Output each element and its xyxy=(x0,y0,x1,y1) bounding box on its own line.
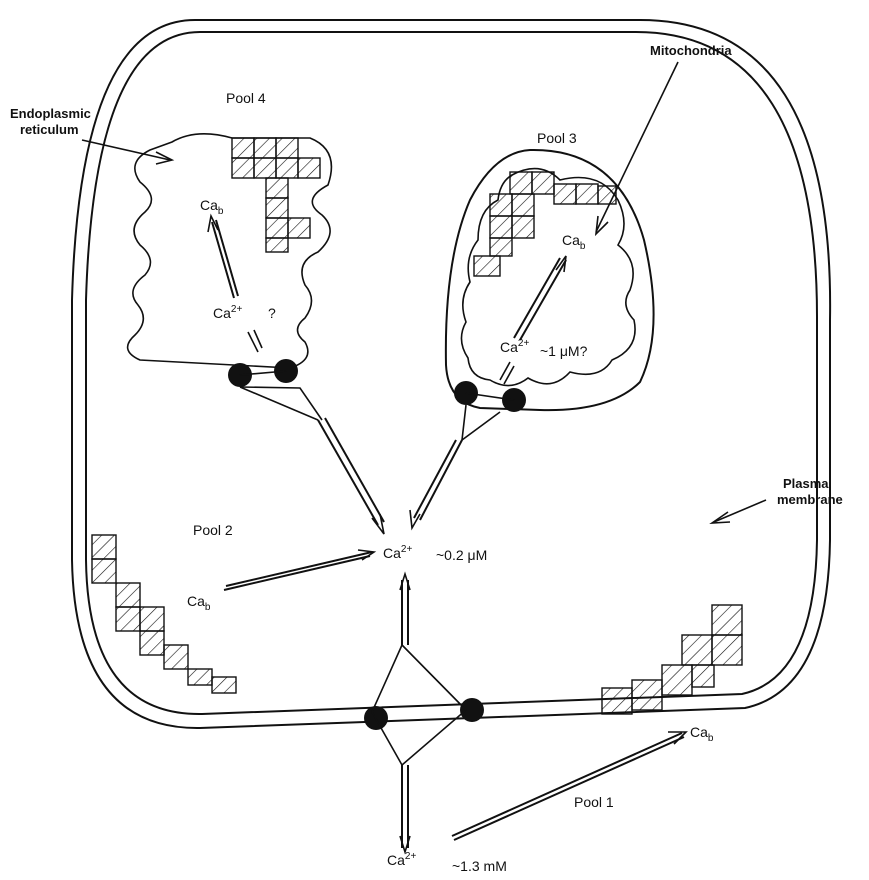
er-ca2-label: Ca2+ xyxy=(213,304,242,321)
pool3-label: Pool 3 xyxy=(537,130,577,146)
er-exchange-arrows xyxy=(208,216,238,298)
plasma-membrane-pump xyxy=(364,574,484,852)
plasma-label-line2: membrane xyxy=(777,492,843,507)
pool4-label: Pool 4 xyxy=(226,90,266,106)
plasma-label-line1: Plasma xyxy=(783,476,829,491)
binding-sites-right xyxy=(602,605,742,714)
er-label-line1: Endoplasmic xyxy=(10,106,91,121)
cytosol-concentration: ~0.2 μM xyxy=(436,547,487,563)
pool2-label: Pool 2 xyxy=(193,522,233,538)
mito-pump xyxy=(410,362,526,528)
extracellular-ca2-label: Ca2+ xyxy=(387,851,416,868)
pool2-cab-label: Cab xyxy=(187,593,211,613)
mito-label: Mitochondria xyxy=(650,43,732,58)
plasma-pointer-line xyxy=(714,500,766,522)
er-cab-label: Cab xyxy=(200,197,224,217)
mito-ca2-label: Ca2+ xyxy=(500,338,529,355)
pool1-label: Pool 1 xyxy=(574,794,614,810)
mito-cab-label: Cab xyxy=(562,232,586,252)
binding-sites-left xyxy=(92,535,236,693)
mito-concentration: ~1 μM? xyxy=(540,343,588,359)
er-question-mark: ? xyxy=(268,305,276,321)
er-pump xyxy=(228,330,384,534)
plasma-pointer-head xyxy=(712,512,730,523)
er-binding-sites xyxy=(232,138,320,252)
extracellular-concentration: ~1.3 mM xyxy=(452,858,507,874)
mito-pointer-line xyxy=(596,62,678,232)
mito-exchange-arrows xyxy=(514,256,566,340)
pool2-exchange-arrows xyxy=(224,550,374,590)
er-pointer-line xyxy=(82,140,170,160)
pool1-exchange-arrows xyxy=(452,732,686,840)
pool1-cab-label: Cab xyxy=(690,724,714,744)
er-label-line2: reticulum xyxy=(20,122,79,137)
cytosol-ca2-label: Ca2+ xyxy=(383,544,412,561)
mito-binding-sites xyxy=(474,172,616,276)
